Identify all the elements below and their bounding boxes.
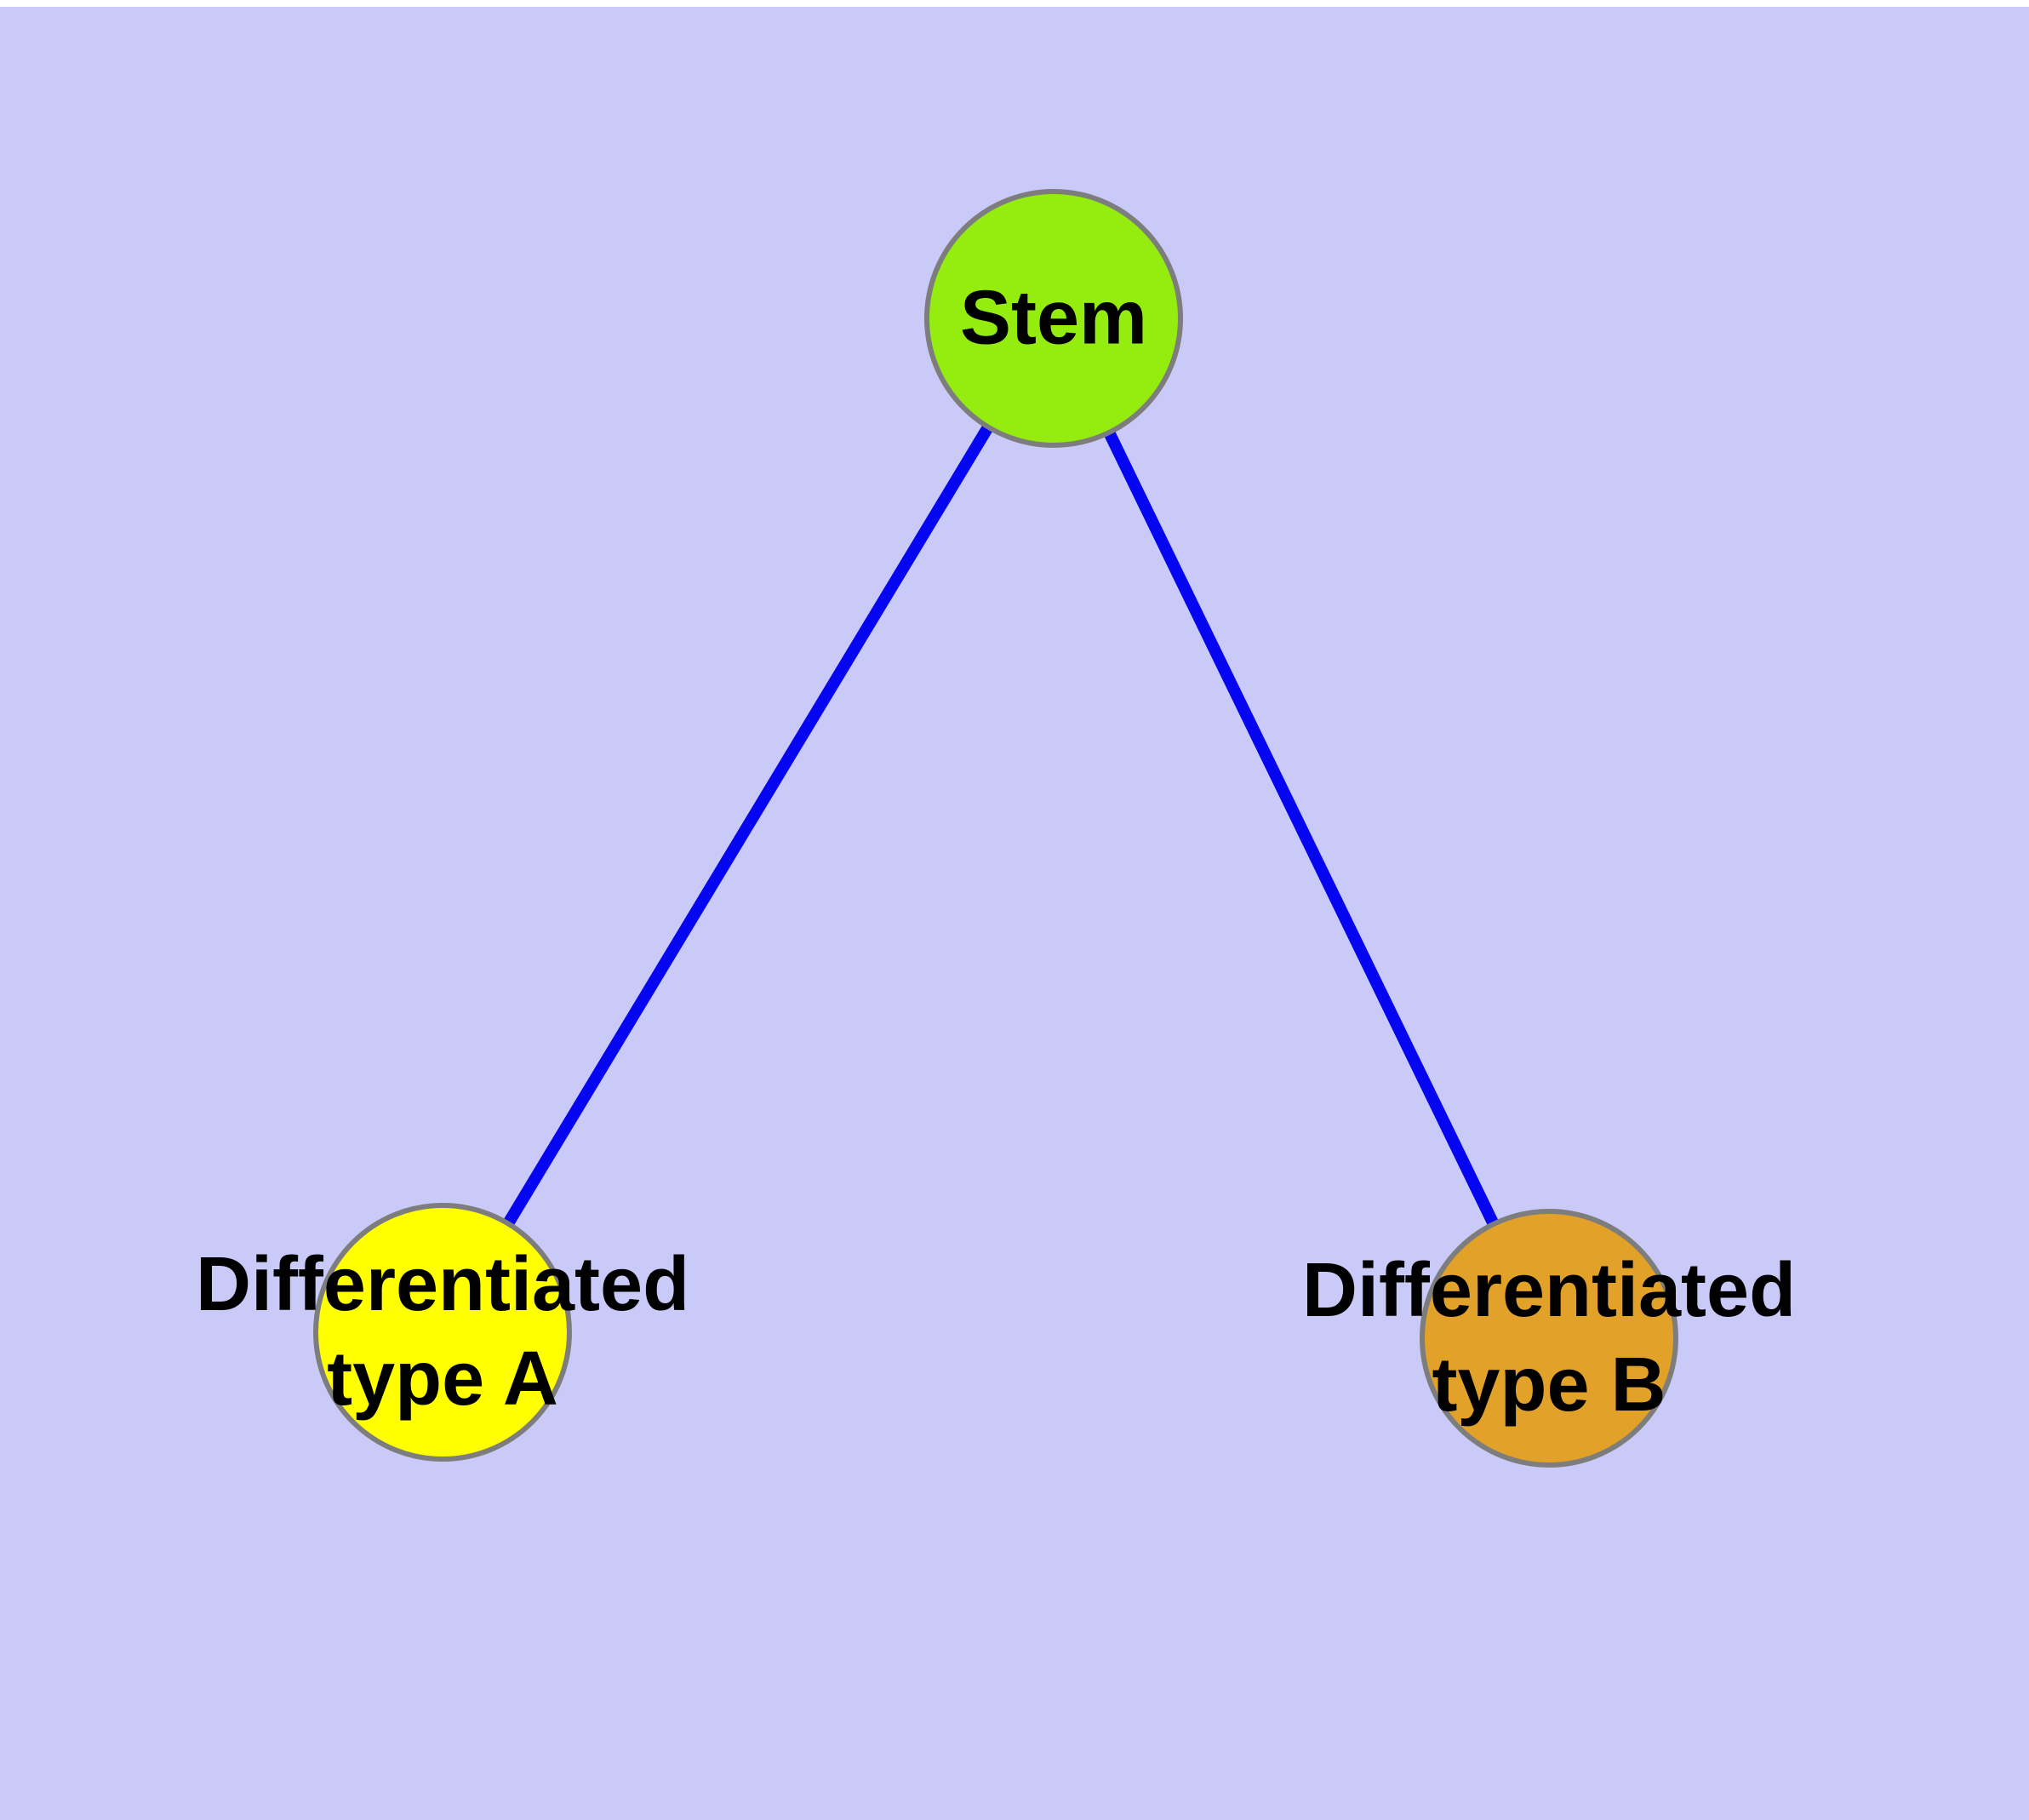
top-margin [0, 0, 2029, 7]
edge-stem-to-type-a [437, 315, 1059, 1336]
node-differentiated-type-a-label: Differentiated type A [195, 1242, 690, 1422]
node-stem-label: Stem [959, 275, 1148, 361]
node-differentiated-type-a[interactable]: Differentiated type A [196, 1203, 689, 1462]
node-differentiated-type-b[interactable]: Differentiated type B [1302, 1209, 1796, 1468]
edge-stem-to-type-b [1048, 315, 1555, 1342]
node-differentiated-type-b-label: Differentiated type B [1301, 1248, 1797, 1428]
node-stem[interactable]: Stem [924, 189, 1183, 448]
